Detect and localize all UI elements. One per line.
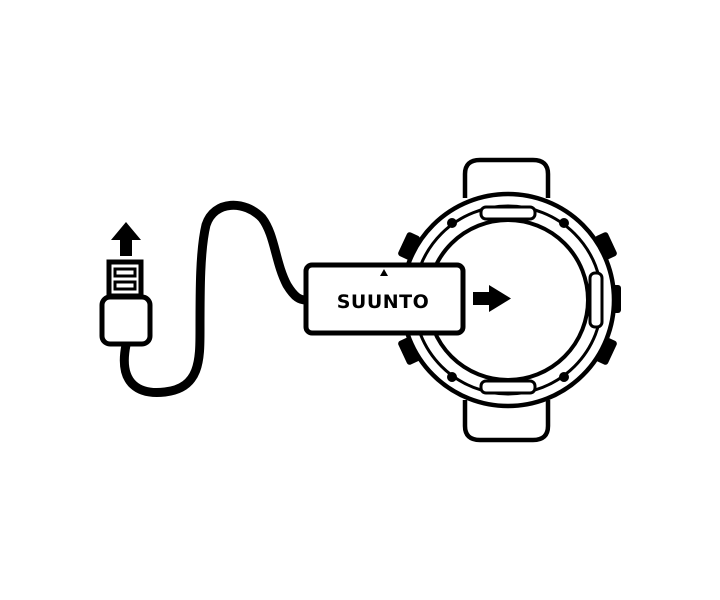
watch-strap-bottom [462,400,551,443]
watch-screw [447,372,457,382]
watch-button-right-top [595,232,617,260]
watch-screw [559,218,569,228]
watch-screw [559,372,569,382]
watch-strap-top [462,157,551,198]
triangle-up-icon [380,269,388,276]
charging-clip-body [303,262,466,336]
usb-connector [106,259,144,299]
watch-button-left-bottom [398,337,420,365]
arrow-right-icon [473,285,511,312]
charging-cable [119,200,311,397]
watch-button-left-top [398,232,420,260]
charging-clip: SUUNTO [303,262,466,336]
usb-plug-body [99,294,153,347]
watch-button-right-bottom [595,337,617,365]
watch-screw [447,218,457,228]
arrow-up-icon [111,222,141,256]
clip-brand-label: SUUNTO [337,291,430,313]
usb-plug [99,259,153,347]
